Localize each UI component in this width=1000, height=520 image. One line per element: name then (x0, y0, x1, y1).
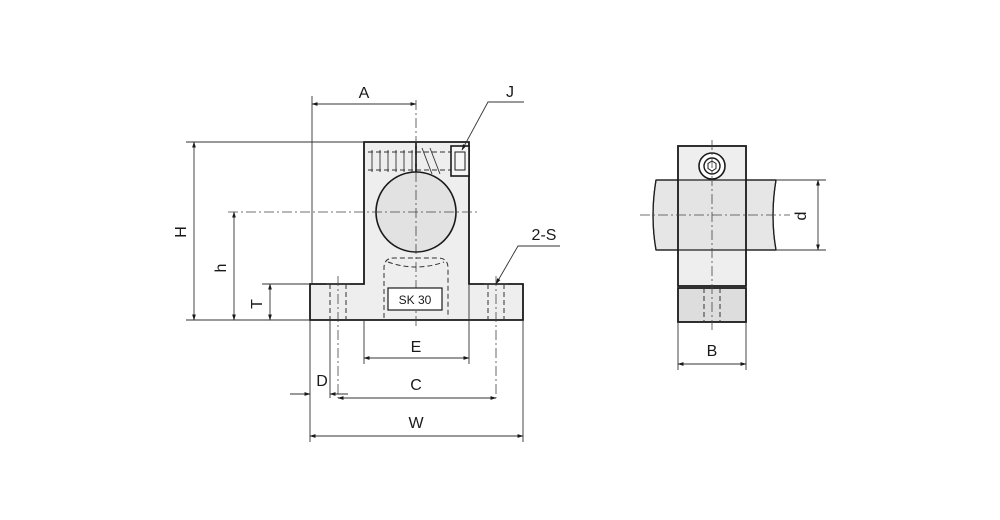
front-view-dimensions: A J H h T 2-S E D C (173, 84, 560, 442)
side-view (640, 140, 790, 332)
lower-pocket-hidden (383, 257, 449, 318)
clamp-screw-hidden (368, 147, 452, 175)
dimension-label-h: h (213, 264, 230, 273)
dimension-label-B: B (707, 343, 718, 360)
dimension-label-2S: 2-S (532, 227, 557, 244)
dimension-label-E: E (411, 339, 422, 356)
part-marking-text: SK 30 (399, 293, 432, 307)
dimension-label-W: W (408, 415, 424, 432)
dimension-label-d: d (793, 212, 810, 221)
dimension-label-H: H (173, 226, 190, 238)
dimension-label-D: D (316, 373, 328, 390)
clamp-screw-head (450, 145, 470, 177)
marking-plate (387, 287, 443, 311)
dimension-label-C: C (410, 377, 422, 394)
side-view-dimensions: d B (677, 179, 826, 370)
dimension-label-A: A (359, 85, 370, 102)
dimension-label-J: J (506, 84, 514, 101)
front-view: SK 30 (228, 100, 524, 398)
dimension-label-T: T (249, 299, 266, 309)
